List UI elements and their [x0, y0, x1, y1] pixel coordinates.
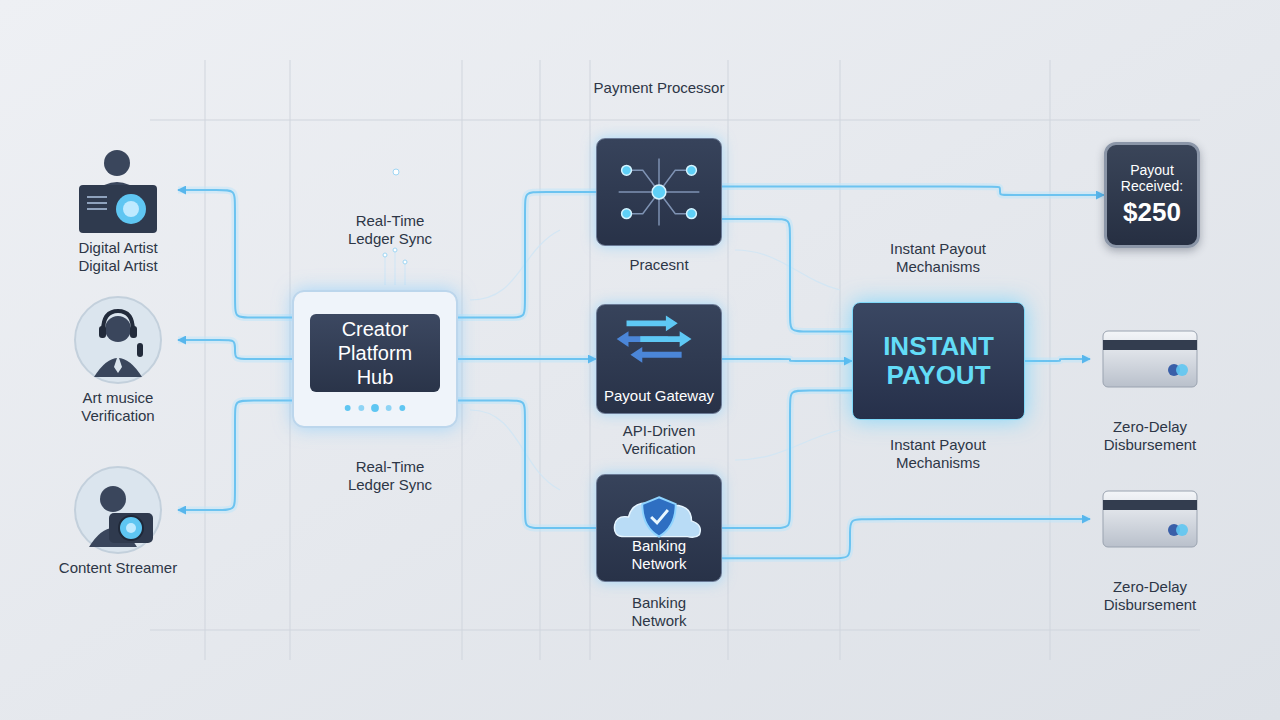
card-node: Zero-Delay Disbursement	[1090, 490, 1210, 614]
connector-glow	[458, 192, 596, 318]
free-label: Instant Payout Mechanisms	[858, 240, 1018, 276]
node-heading: Payment Processor	[577, 79, 741, 97]
flow-connector	[722, 187, 1104, 195]
person-node: Digital Artist Digital Artist	[58, 145, 178, 275]
connector-line	[722, 519, 1090, 558]
headset-icon	[75, 297, 161, 383]
person-node: Art musice Verification	[58, 295, 178, 425]
free-label: Real-Time Ledger Sync	[335, 212, 445, 248]
circuit-icon	[619, 159, 700, 226]
arrows-icon	[617, 315, 692, 362]
connector-glow	[458, 400, 596, 528]
person-node: Content Streamer	[58, 465, 178, 577]
connector-line	[178, 340, 292, 359]
flow-connector	[458, 192, 596, 318]
node-label: Digital Artist Digital Artist	[58, 239, 178, 275]
connector-line	[458, 400, 596, 528]
flow-connector	[458, 400, 596, 528]
node-label: INSTANT PAYOUT	[861, 332, 1016, 389]
hub-screen: Creator Platform Hub	[310, 314, 440, 392]
card-icon	[1103, 331, 1197, 387]
connector-glow	[722, 519, 1090, 558]
tablet-icon	[79, 150, 157, 233]
phone-node: Payout Received:$250	[1104, 142, 1200, 248]
box-icon	[597, 305, 721, 383]
connector-glow	[1025, 359, 1090, 361]
shield-icon	[614, 497, 700, 537]
card-icon	[1103, 491, 1197, 547]
connector-glow	[458, 356, 596, 363]
node-label: Zero-Delay Disbursement	[1090, 578, 1210, 614]
node-label: $250	[1123, 197, 1181, 228]
node-label: Zero-Delay Disbursement	[1090, 418, 1210, 454]
node-label: Art musice Verification	[58, 389, 178, 425]
connector-glow	[178, 400, 292, 510]
connector-glow	[722, 187, 1104, 195]
card-node: Zero-Delay Disbursement	[1090, 330, 1210, 454]
flow-connector	[178, 400, 292, 510]
connector-line	[178, 190, 292, 318]
connector-line	[722, 359, 852, 361]
connector-glow	[722, 219, 852, 332]
card-icon	[1102, 330, 1198, 388]
box-node: Payment Processor	[596, 138, 722, 246]
connector-glow	[178, 190, 292, 318]
flow-connector	[722, 219, 852, 332]
flow-connector	[722, 359, 852, 361]
connector-line	[722, 187, 1104, 195]
connector-line	[722, 391, 852, 529]
flow-connector	[458, 359, 596, 360]
flow-connector	[722, 519, 1090, 558]
free-label: Real-Time Ledger Sync	[335, 458, 445, 494]
person-icon	[73, 465, 163, 555]
free-label: API-Driven Verification	[599, 422, 719, 458]
person-icon	[73, 145, 163, 235]
free-label: Pracesnt	[599, 256, 719, 274]
camera-icon	[75, 467, 161, 553]
node-label: Banking Network	[603, 537, 715, 573]
connector-glow	[722, 359, 852, 361]
connector-line	[1025, 359, 1090, 361]
hub-dots	[294, 398, 456, 418]
instant-node: INSTANT PAYOUT	[852, 302, 1025, 420]
connector-glow	[722, 391, 852, 529]
node-label: Content Streamer	[58, 559, 178, 577]
box-node: Payout Gateway	[596, 304, 722, 414]
connector-line	[722, 219, 852, 332]
node-label: Payout Gateway	[604, 387, 714, 405]
box-node: Banking Network	[596, 474, 722, 582]
flow-connector	[722, 391, 852, 529]
free-label: Instant Payout Mechanisms	[858, 436, 1018, 472]
flow-connector	[178, 190, 292, 318]
box-icon	[597, 139, 721, 245]
connector-glow	[178, 340, 292, 359]
connector-line	[178, 400, 292, 510]
node-label: Payout Received:	[1113, 162, 1191, 196]
grid-lines	[150, 60, 1200, 660]
flow-connector	[1025, 359, 1090, 361]
hub-node: Creator Platform Hub	[292, 290, 458, 428]
node-label: Creator Platform Hub	[318, 317, 432, 389]
flow-connector	[178, 340, 292, 359]
free-label: Banking Network	[609, 594, 709, 630]
connector-line	[458, 192, 596, 318]
connector-line	[458, 358, 596, 360]
card-icon	[1102, 490, 1198, 548]
person-icon	[73, 295, 163, 385]
